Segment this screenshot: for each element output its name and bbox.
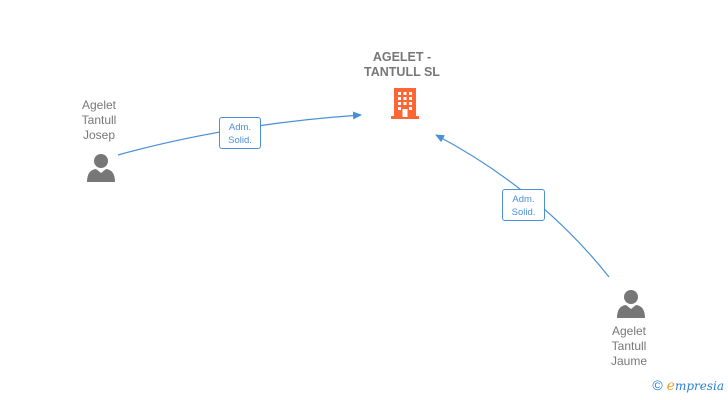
edge-label-line2: Solid. <box>228 135 252 146</box>
watermark-text: mpresia <box>674 379 724 393</box>
building-icon[interactable] <box>389 86 421 121</box>
person-name-line1: Agelet <box>611 324 647 338</box>
company-name[interactable]: AGELET - TANTULL SL <box>330 50 474 80</box>
person-name-josep[interactable]: Agelet Tantull Josep <box>64 98 134 143</box>
edge-label-line1: Adm. <box>228 122 252 133</box>
watermark-e: e <box>666 378 675 394</box>
copyright-icon: © <box>652 377 663 393</box>
person-icon[interactable] <box>86 152 116 182</box>
empresia-watermark: ©empresia <box>652 377 724 394</box>
company-name-line2: TANTULL SL <box>364 65 440 79</box>
edge-label-jaume: Adm. Solid. <box>502 189 545 221</box>
edge-label-line1: Adm. <box>512 194 535 205</box>
person-icon[interactable] <box>616 288 646 318</box>
person-name-jaume[interactable]: Agelet Tantull Jaume <box>594 324 664 369</box>
company-name-line1: AGELET - <box>372 50 432 64</box>
person-name-line3: Jaume <box>610 354 648 368</box>
edge-label-josep: Adm. Solid. <box>219 117 261 149</box>
person-name-line2: Tantull <box>611 339 647 353</box>
edge-label-line2: Solid. <box>511 207 536 218</box>
person-name-line2: Tantull <box>81 113 117 127</box>
person-name-line3: Josep <box>82 128 116 142</box>
person-name-line1: Agelet <box>81 98 117 112</box>
